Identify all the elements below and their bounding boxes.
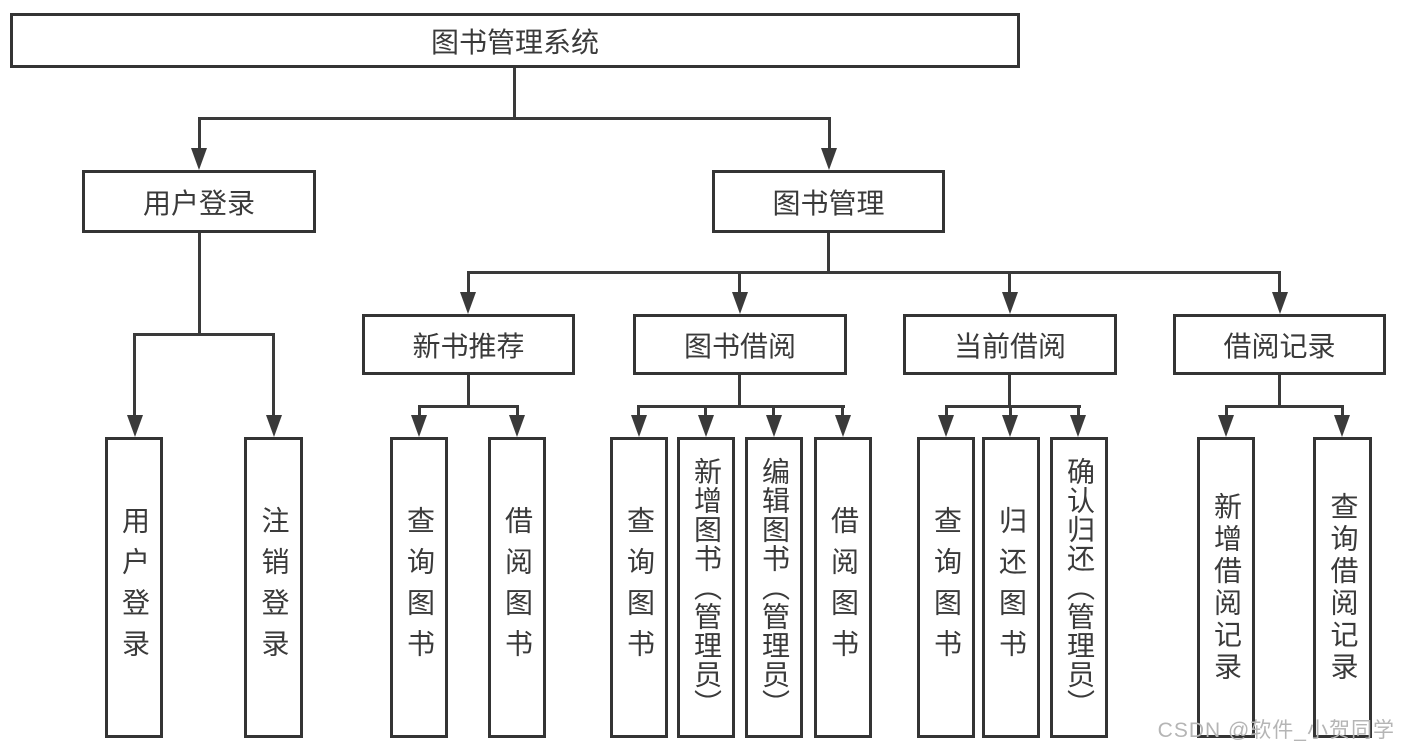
connector-line [841,405,844,419]
node-label: 当前借阅 [953,330,1066,362]
arrow-down-icon [460,292,476,314]
node-label: 查询图书 [404,505,435,670]
node-label: 查询图书 [624,505,655,670]
arrow-down-icon [732,292,748,314]
node-leaf-query-book-recommend: 查询图书 [390,437,448,738]
arrow-down-icon [1070,415,1086,437]
node-label: 确认归还（管理员） [1064,457,1095,718]
node-label: 用户登录 [142,187,255,219]
node-label: 注销登录 [258,505,290,670]
node-leaf-query-book-borrow: 查询图书 [610,437,668,738]
connector-line [1009,405,1012,419]
node-label: 借阅图书 [828,505,859,670]
connector-line [418,405,421,419]
node-label: 查询图书 [931,505,962,670]
connector-line [1341,405,1344,419]
connector-line [467,271,1281,274]
node-label: 图书管理 [772,187,885,219]
node-label: 用户登录 [119,505,150,670]
arrow-down-icon [1002,292,1018,314]
arrow-down-icon [509,415,525,437]
node-leaf-confirm-return-admin: 确认归还（管理员） [1050,437,1108,738]
node-leaf-borrow-book: 借阅图书 [814,437,872,738]
connector-line [827,232,830,274]
arrow-down-icon [698,415,714,437]
arrow-down-icon [1272,292,1288,314]
connector-line [772,405,775,419]
connector-line [133,333,136,417]
node-book-management: 图书管理 [712,170,945,233]
arrow-down-icon [1218,415,1234,437]
arrow-down-icon [938,415,954,437]
node-label: 借阅图书 [502,505,533,670]
connector-line [467,375,470,408]
node-label: 新书推荐 [412,330,525,362]
node-label: 图书借阅 [683,330,796,362]
connector-line [1278,271,1281,294]
arrow-down-icon [1002,415,1018,437]
connector-line [198,117,201,150]
arrow-down-icon [1334,415,1350,437]
node-leaf-add-book-admin: 新增图书（管理员） [677,437,735,738]
node-label: 归还图书 [996,505,1027,670]
connector-line [637,405,640,419]
connector-line [1077,405,1080,419]
node-user-login: 用户登录 [82,170,316,233]
node-library-management-system: 图书管理系统 [10,13,1020,68]
connector-line [198,117,831,120]
connector-line [198,232,201,336]
node-label: 新增借阅记录 [1211,491,1242,684]
arrow-down-icon [191,148,207,170]
connector-line [1278,375,1281,408]
arrow-down-icon [631,415,647,437]
connector-line [704,405,707,419]
node-label: 编辑图书（管理员） [759,457,790,718]
arrow-down-icon [127,415,143,437]
node-book-borrow: 图书借阅 [633,314,847,375]
node-label: 图书管理系统 [430,26,599,58]
connector-line [513,67,516,119]
connector-line [133,333,275,336]
node-label: 新增图书（管理员） [691,457,722,718]
node-leaf-query-borrow-record: 查询借阅记录 [1313,437,1372,738]
connector-line [467,271,470,294]
connector-line [516,405,519,419]
connector-line [272,333,275,417]
connector-line [418,405,519,408]
connector-line [1008,375,1011,408]
arrow-down-icon [266,415,282,437]
connector-line [945,405,1081,408]
connector-line [1225,405,1228,419]
node-leaf-query-book-current: 查询图书 [917,437,975,738]
connector-line [638,405,845,408]
node-leaf-borrow-book-recommend: 借阅图书 [488,437,546,738]
node-leaf-logout: 注销登录 [244,437,303,738]
node-leaf-edit-book-admin: 编辑图书（管理员） [745,437,803,738]
arrow-down-icon [766,415,782,437]
node-leaf-return-book: 归还图书 [982,437,1040,738]
node-new-book-recommend: 新书推荐 [362,314,575,375]
node-borrow-records: 借阅记录 [1173,314,1386,375]
arrow-down-icon [821,148,837,170]
node-label: 借阅记录 [1223,330,1336,362]
connector-line [1225,405,1344,408]
connector-line [828,117,831,150]
node-current-borrow: 当前借阅 [903,314,1117,375]
csdn-watermark: CSDN @软件_小贺同学 [1157,719,1395,742]
node-leaf-add-borrow-record: 新增借阅记录 [1197,437,1255,738]
node-leaf-user-login: 用户登录 [105,437,163,738]
arrow-down-icon [411,415,427,437]
arrow-down-icon [835,415,851,437]
connector-line [738,271,741,294]
connector-line [1008,271,1011,294]
node-label: 查询借阅记录 [1327,491,1359,684]
connector-line [738,375,741,408]
connector-line [945,405,948,419]
